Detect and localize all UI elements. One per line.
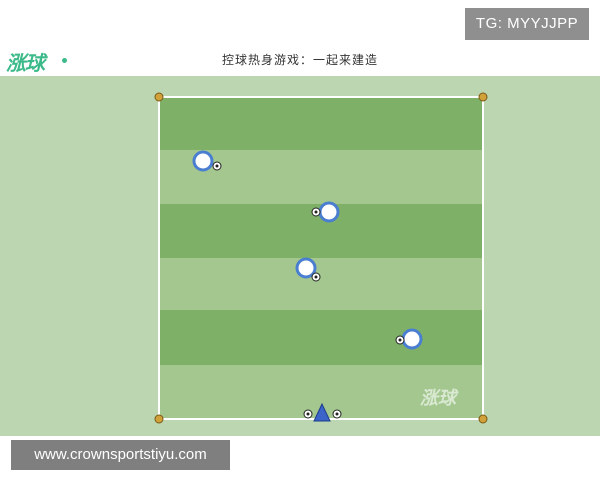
ball-icon bbox=[311, 272, 321, 282]
cone-icon bbox=[313, 402, 331, 422]
player-icon bbox=[318, 201, 340, 223]
corner-marker-icon bbox=[478, 414, 488, 424]
stripe-light bbox=[159, 258, 483, 310]
diagram-title: 控球热身游戏：一起来建造 bbox=[221, 53, 378, 67]
corner-marker-icon bbox=[478, 92, 488, 102]
source-url-banner: www.crownsportstiyu.com bbox=[11, 440, 230, 470]
ball-icon bbox=[395, 335, 405, 345]
player-icon bbox=[295, 257, 317, 279]
brand-logo: 涨球 bbox=[6, 51, 45, 75]
ball-icon bbox=[303, 409, 313, 419]
corner-marker-icon bbox=[154, 414, 164, 424]
corner-marker-icon bbox=[154, 92, 164, 102]
player-icon bbox=[192, 150, 214, 172]
logo-dot-icon bbox=[62, 58, 67, 63]
player-icon bbox=[401, 328, 423, 350]
corner-markers bbox=[154, 92, 488, 424]
ball-icon bbox=[212, 161, 222, 171]
field-watermark: 涨球 bbox=[420, 388, 459, 409]
ball-icon bbox=[311, 207, 321, 217]
header-bar: 涨球 控球热身游戏：一起来建造 bbox=[0, 44, 600, 76]
pitch-stripes bbox=[159, 97, 483, 419]
tg-watermark-badge: TG: MYYJJPP bbox=[465, 8, 589, 40]
ball-icon bbox=[332, 409, 342, 419]
stripe-dark bbox=[159, 97, 483, 150]
stripe-dark bbox=[159, 310, 483, 365]
